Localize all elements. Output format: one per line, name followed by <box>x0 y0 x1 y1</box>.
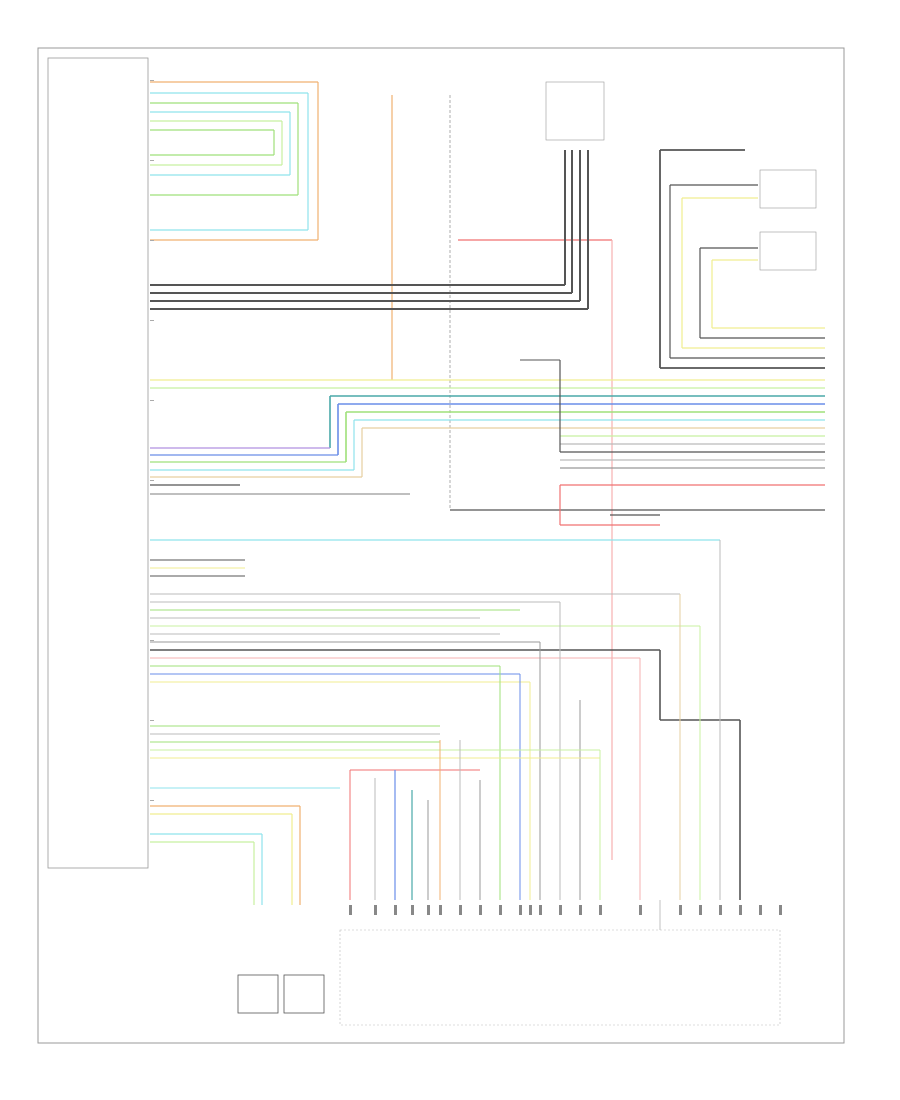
top-center-vertical-wires <box>391 95 613 860</box>
lower-signal-wires <box>150 539 741 930</box>
power-feed-wires <box>450 359 825 526</box>
right-side-wire-loops <box>659 149 825 369</box>
diagram-frame <box>37 47 845 1044</box>
black-wire-bundle <box>150 150 589 310</box>
bottom-pin-stubs <box>349 905 782 915</box>
middle-colored-wire-band <box>150 379 825 495</box>
module-pin-markers <box>150 80 154 801</box>
bottom-module-connector <box>339 929 781 1026</box>
switch-box-b <box>759 231 817 271</box>
speaker-connector-left <box>237 974 279 1014</box>
connector-box-top-right-1 <box>545 81 605 141</box>
top-left-wire-group <box>150 81 319 241</box>
switch-box-a <box>759 169 817 209</box>
speaker-connector-right <box>283 974 325 1014</box>
radio-module-box <box>47 57 149 869</box>
